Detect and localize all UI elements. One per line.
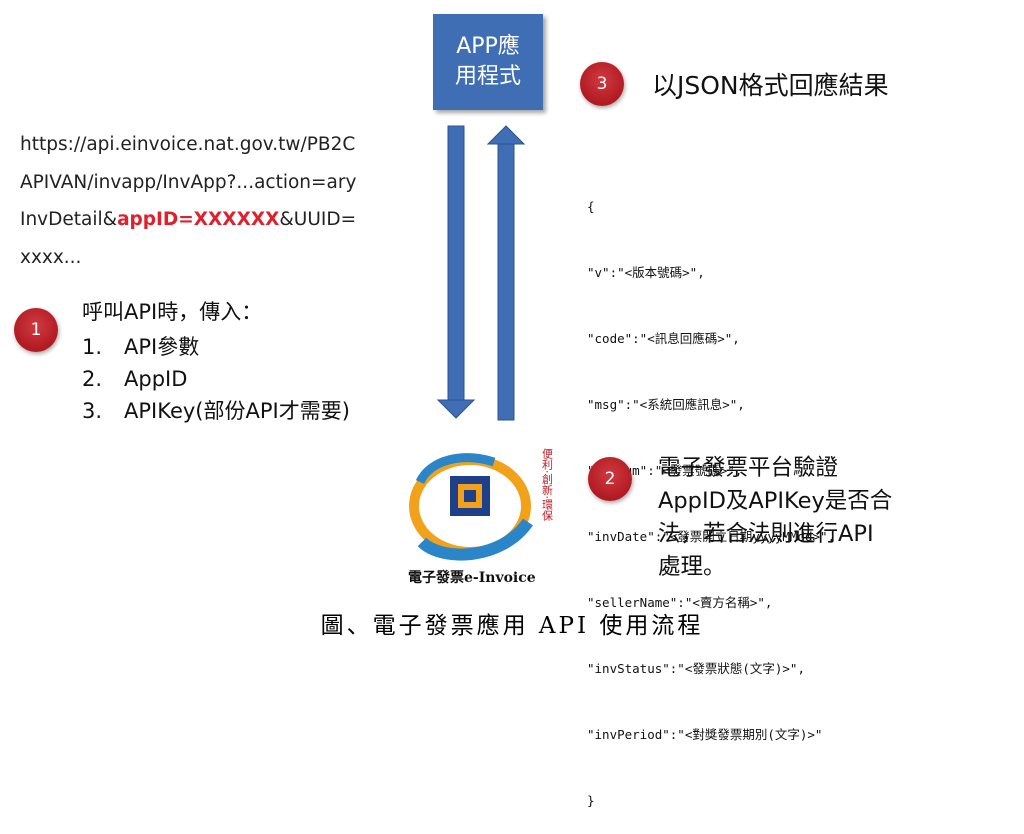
url-line-2: APIVAN/invapp/InvApp?...action=ary [20, 171, 357, 193]
json-line: "v":"<版本號碼>", [587, 265, 705, 280]
url-line-4: xxxx... [20, 246, 82, 268]
step-2-text: 電子發票平台驗證 AppID及APIKey是否合 法，若合法則進行API 處理。 [658, 455, 893, 580]
json-line: "invStatus":"<發票狀態(文字)>", [587, 661, 805, 676]
list-item: 3.APIKey(部份API才需要) [82, 399, 350, 423]
list-item: 2.AppID [82, 367, 188, 391]
json-line: "sellerName":"<賣方名稱>", [587, 595, 773, 610]
step-2-badge: 2 [588, 457, 632, 501]
step-3-text: 以JSON格式回應結果 [652, 71, 889, 100]
down-arrow [436, 125, 476, 419]
step-1-list: 1.API參數 2.AppID 3.APIKey(部份API才需要) [82, 331, 350, 427]
logo-side-text: 便利‧創新‧環保 [541, 448, 554, 522]
json-line: "code":"<訊息回應碼>", [587, 331, 740, 346]
json-line: { [587, 199, 595, 214]
url-app-id: appID=XXXXXX [117, 209, 280, 230]
json-line: "invDate":"<發票開立日期yyyyMMdd>", [587, 529, 836, 544]
step-1-badge: 1 [14, 308, 58, 352]
json-line: "invPeriod":"<對獎發票期別(文字)>" [587, 727, 823, 742]
step-3-badge: 3 [580, 62, 624, 106]
url-line-3: InvDetail&appID=XXXXXX&UUID= [20, 209, 357, 230]
app-label-line2: 用程式 [454, 64, 521, 89]
flow-arrows [436, 125, 526, 421]
json-line: "msg":"<系統回應訊息>", [587, 397, 745, 412]
logo-text: 電子發票e-Invoice [408, 569, 536, 586]
step-1-intro: 呼叫API時，傳入： [82, 300, 263, 324]
url-line-1: https://api.einvoice.nat.gov.tw/PB2C [20, 134, 356, 155]
figure-caption: 圖、電子發票應用 API 使用流程 [320, 613, 704, 639]
up-arrow [486, 125, 526, 421]
app-box: APP應 用程式 [433, 14, 543, 110]
list-item: 1.API參數 [82, 335, 200, 359]
json-line: } [587, 793, 595, 808]
e-invoice-logo: 便利‧創新‧環保 電子發票e-Invoice [402, 432, 562, 590]
app-label-line1: APP應 [456, 34, 520, 59]
api-url: https://api.einvoice.nat.gov.tw/PB2C API… [20, 126, 412, 276]
